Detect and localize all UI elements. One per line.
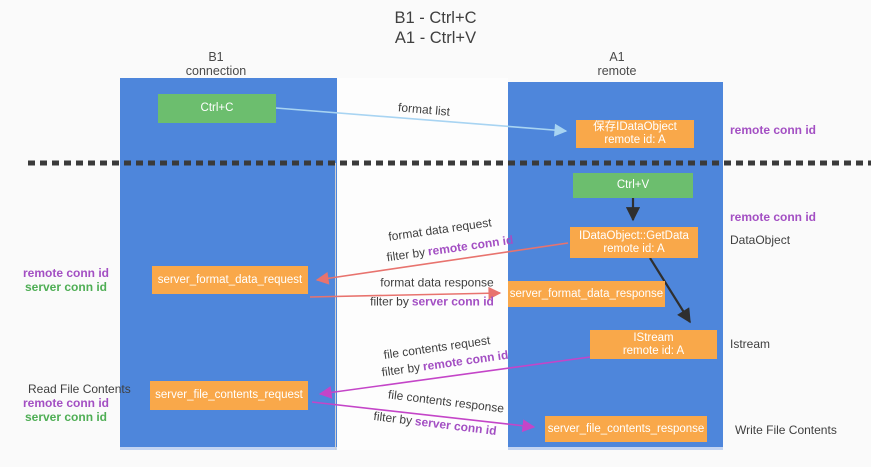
node-istream-line2: remote id: A (622, 344, 685, 357)
node-server-format-data-request-label: server_format_data_request (157, 273, 303, 286)
node-save-idataobject: 保存IDataObject remote id: A (576, 120, 694, 148)
lane-a1-name: A1 (609, 50, 625, 64)
label-remote-conn-id-left2: remote conn id (22, 396, 109, 410)
node-ctrl-v: Ctrl+V (573, 173, 693, 198)
label-server-conn-id-left1: server conn id (24, 279, 108, 294)
label-dataobject: DataObject (730, 233, 791, 247)
node-ctrl-v-label: Ctrl+V (616, 179, 650, 191)
label-remote-conn-id-mid: remote conn id (730, 210, 817, 224)
lane-header-a1: A1 remote (557, 50, 677, 78)
label-read-file-contents: Read File Contents (28, 382, 131, 396)
label-remote-conn-id-left1: remote conn id (22, 266, 109, 280)
diagram-title: B1 - Ctrl+C A1 - Ctrl+V (0, 8, 871, 48)
node-istream-line1: IStream (633, 331, 674, 344)
lane-a1-role: remote (597, 64, 637, 78)
node-server-file-contents-response-label: server_file_contents_response (547, 422, 705, 435)
filter-by-text: filter by (370, 294, 409, 309)
title-line-a1: A1 - Ctrl+V (394, 29, 477, 47)
node-server-format-data-response: server_format_data_response (508, 281, 665, 307)
label-left-conn-ids-upper: remote conn id server conn id (18, 266, 114, 294)
node-save-idataobject-line2: remote id: A (604, 134, 666, 146)
lane-header-b1: B1 connection (156, 50, 276, 78)
node-istream: IStream remote id: A (590, 330, 717, 359)
label-remote-conn-id-top: remote conn id (730, 123, 817, 137)
label-write-file-contents: Write File Contents (735, 423, 837, 437)
title-line-b1: B1 - Ctrl+C (394, 9, 477, 27)
node-server-format-data-request: server_format_data_request (152, 266, 308, 294)
edge-label-format-data-response: format data response (380, 275, 494, 290)
node-ctrl-c-label: Ctrl+C (200, 102, 234, 114)
lane-b1-name: B1 (208, 50, 224, 64)
label-istream: Istream (730, 337, 771, 351)
node-idataobject-getdata: IDataObject::GetData remote id: A (570, 227, 698, 258)
lane-b1-role: connection (185, 64, 247, 78)
label-server-conn-id-left2: server conn id (24, 409, 108, 424)
node-save-idataobject-line1: 保存IDataObject (593, 121, 677, 133)
node-server-file-contents-response: server_file_contents_response (545, 416, 707, 442)
node-server-file-contents-request-label: server_file_contents_request (155, 389, 303, 401)
node-ctrl-c: Ctrl+C (158, 94, 276, 123)
label-left-conn-ids-lower: remote conn id server conn id (18, 396, 114, 424)
node-server-format-data-response-label: server_format_data_response (509, 287, 664, 300)
panel-edge-line (335, 163, 336, 450)
server-conn-id-text: server conn id (411, 294, 494, 309)
node-getdata-line1: IDataObject::GetData (579, 229, 689, 242)
node-getdata-line2: remote id: A (603, 242, 665, 255)
node-server-file-contents-request: server_file_contents_request (150, 381, 308, 410)
